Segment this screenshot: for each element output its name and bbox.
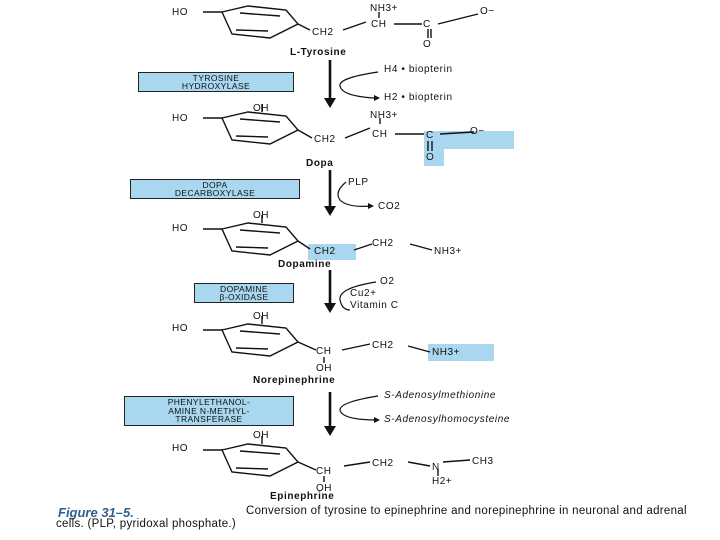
tyrosine-name: L-Tyrosine [290,47,347,58]
epinephrine-name: Epinephrine [270,491,335,502]
tyrosine-o-label: O [423,39,432,50]
cofactor-h4-biopterin: H4 • biopterin [384,64,453,75]
dopa-carboxyl-highlight [424,131,514,149]
cofactor-cu: Cu2+ [350,288,377,299]
tyrosine-ch2-label: CH2 [312,27,334,38]
norepinephrine-ohb-label: OH [316,363,332,374]
tyrosine-nh3-label: NH3+ [370,3,398,14]
dopamine-name: Dopamine [278,259,332,270]
dopamine-ring [203,215,433,256]
dopamine-ch2-highlight [308,244,356,260]
dopa-name: Dopa [306,158,334,169]
tyrosine-ho-label: HO [172,7,188,18]
cofactor-sam: S-Adenosylmethionine [384,390,497,401]
dopa-nh3-label: NH3+ [370,110,398,121]
cofactor-o2: O2 [380,276,395,287]
dopa-oh-label: OH [253,103,269,114]
cofactor-co2: CO2 [378,201,401,212]
enzyme-pnmt: PHENYLETHANOL-AMINE N-METHYL-TRANSFERASE [124,396,294,426]
cofactor-plp: PLP [348,177,369,188]
dopamine-ho-label: HO [172,223,188,234]
epinephrine-ch2-label: CH2 [372,458,394,469]
tyrosine-ominus-label: O− [480,6,495,17]
tyrosine-ring [203,5,479,39]
dopa-ominus-label: O− [470,126,485,137]
dopa-c-label: C [426,130,434,141]
epinephrine-ch-label: CH [316,466,332,477]
dopa-ring [203,104,475,151]
epinephrine-ch3-label: CH3 [472,456,494,467]
reaction-arrows [324,60,336,436]
norepinephrine-ho-label: HO [172,323,188,334]
figure-label: Figure 31–5. [58,505,134,520]
dopamine-ch2b-label: CH2 [372,238,394,249]
dopa-ch2-label: CH2 [314,134,336,145]
epinephrine-oh-label: OH [253,430,269,441]
norepinephrine-ring [203,316,431,363]
cofactor-sah: S-Adenosylhomocysteine [384,414,511,425]
dopa-ho-label: HO [172,113,188,124]
cofactor-vitamin-c: Vitamin C [350,300,399,311]
norepinephrine-oh-label: OH [253,311,269,322]
norepinephrine-ch-label: CH [316,346,332,357]
figure-caption: Conversion of tyrosine to epinephrine an… [56,505,696,531]
figure-caption-text: Conversion of tyrosine to epinephrine an… [56,505,687,530]
norepinephrine-name: Norepinephrine [253,375,336,386]
tyrosine-c-label: C [423,19,431,30]
dopamine-ch2a-label: CH2 [314,246,336,257]
dopa-o-label: O [426,152,435,163]
epinephrine-n-label: N [432,462,440,473]
dopamine-oh-label: OH [253,210,269,221]
cofactor-arrowheads [368,95,380,423]
dopa-carboxyl-highlight-vert [424,131,444,166]
norepinephrine-nh3-label: NH3+ [432,347,460,358]
dopamine-nh3-label: NH3+ [434,246,462,257]
epinephrine-ring [203,436,471,482]
epinephrine-ho-label: HO [172,443,188,454]
norepinephrine-nh3-highlight [428,344,494,361]
tyrosine-ch-label: CH [371,19,387,30]
epinephrine-h2-label: H2+ [432,476,453,487]
norepinephrine-ch2-label: CH2 [372,340,394,351]
dopa-ch-label: CH [372,129,388,140]
cofactor-curves [337,71,379,421]
cofactor-h2-biopterin: H2 • biopterin [384,92,453,103]
epinephrine-ohb-label: OH [316,483,332,494]
